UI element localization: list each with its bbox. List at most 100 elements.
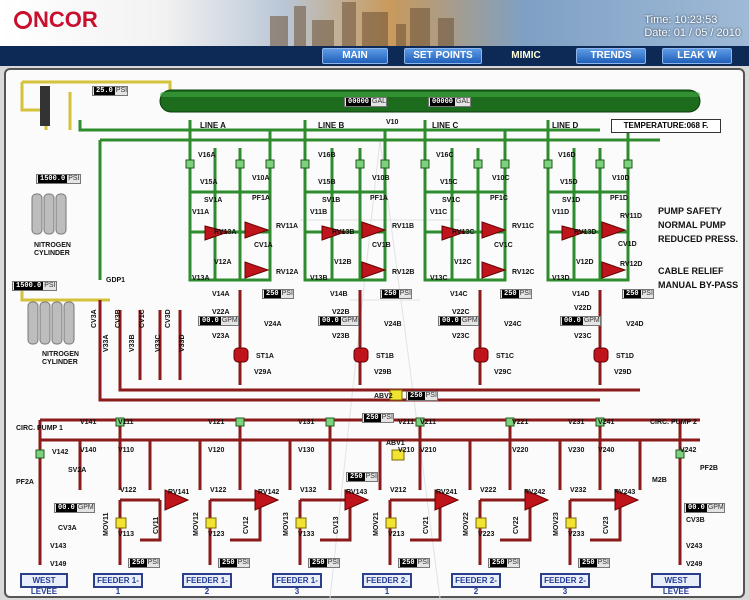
svg-text:V13D: V13D — [552, 275, 570, 282]
feeder-2-3-button[interactable]: FEEDER 2-3 — [540, 573, 590, 596]
svg-text:RV12A: RV12A — [276, 269, 298, 276]
svg-text:V230: V230 — [568, 447, 584, 454]
svg-text:V15B: V15B — [318, 179, 336, 186]
green-pipes — [78, 120, 660, 282]
svg-text:MOV12: MOV12 — [193, 512, 200, 536]
feeder-2-1-button[interactable]: FEEDER 2-1 — [362, 573, 412, 596]
red-pipes — [38, 290, 700, 565]
svg-text:V29A: V29A — [254, 369, 272, 376]
svg-text:V14B: V14B — [330, 291, 348, 298]
clock: Time: 10:23:53 Date: 01 / 05 / 2010 — [644, 14, 741, 40]
svg-text:V210: V210 — [398, 447, 414, 454]
svg-text:RV13D: RV13D — [574, 229, 596, 236]
svg-text:MOV11: MOV11 — [103, 513, 110, 536]
svg-text:V120: V120 — [208, 447, 224, 454]
svg-text:V23B: V23B — [332, 333, 350, 340]
temperature-display: TEMPERATURE:068 F. — [611, 119, 721, 133]
svg-text:V132: V132 — [300, 487, 316, 494]
svg-text:V241: V241 — [598, 419, 614, 426]
nitrogen-cylinders-bottom — [27, 301, 75, 345]
svg-text:CV3A: CV3A — [58, 525, 77, 532]
svg-text:V11C: V11C — [430, 209, 447, 216]
svg-text:V113: V113 — [118, 531, 134, 538]
west-levee-right-button[interactable]: WEST LEVEE — [651, 573, 701, 596]
svg-text:V12B: V12B — [334, 259, 352, 266]
mov-valves — [115, 389, 577, 529]
nav-leak-button[interactable]: LEAK W — [662, 48, 732, 64]
svg-text:REDUCED PRESS.: REDUCED PRESS. — [658, 234, 738, 244]
svg-text:V24A: V24A — [264, 321, 282, 328]
svg-text:CV3D: CV3D — [165, 309, 172, 328]
feeder-1-1-button[interactable]: FEEDER 1-1 — [93, 573, 143, 596]
svg-text:V211: V211 — [420, 419, 436, 426]
svg-text:CYLINDER: CYLINDER — [34, 250, 70, 257]
svg-text:RV13B: RV13B — [332, 229, 354, 236]
svg-text:CV3B: CV3B — [686, 517, 705, 524]
svg-text:V16D: V16D — [558, 152, 576, 159]
svg-text:CV3A: CV3A — [91, 309, 98, 328]
svg-text:V10D: V10D — [612, 175, 630, 182]
svg-text:CV1D: CV1D — [618, 241, 637, 248]
svg-text:NITROGEN: NITROGEN — [34, 242, 71, 249]
svg-text:LINE C: LINE C — [432, 121, 458, 130]
nav-mimic-button[interactable]: MIMIC — [496, 48, 556, 64]
feeder-1-2-button[interactable]: FEEDER 1-2 — [182, 573, 232, 596]
svg-text:CV3B: CV3B — [115, 309, 122, 328]
svg-text:CV1B: CV1B — [372, 242, 391, 249]
logo-text: NCOR — [33, 7, 98, 32]
date-value: 01 / 05 / 2010 — [673, 27, 741, 39]
svg-text:V33D: V33D — [179, 334, 186, 352]
svg-text:V242: V242 — [680, 447, 696, 454]
svg-text:CV1A: CV1A — [254, 242, 273, 249]
svg-text:V140: V140 — [80, 447, 96, 454]
legend: PUMP SAFETY NORMAL PUMP REDUCED PRESS. C… — [658, 206, 738, 290]
svg-text:V10C: V10C — [492, 175, 510, 182]
west-levee-left-button[interactable]: WEST LEVEE — [20, 573, 68, 596]
time-label: Time: — [644, 14, 672, 26]
svg-text:V122: V122 — [210, 487, 226, 494]
svg-text:V123: V123 — [208, 531, 224, 538]
svg-text:V24B: V24B — [384, 321, 402, 328]
svg-text:PF1A: PF1A — [370, 195, 388, 202]
svg-text:PF2A: PF2A — [16, 479, 34, 486]
nav-main-button[interactable]: MAIN — [322, 48, 388, 64]
feeder-2-2-button[interactable]: FEEDER 2-2 — [451, 573, 501, 596]
svg-text:V11D: V11D — [552, 209, 569, 216]
nav-trends-button[interactable]: TRENDS — [576, 48, 646, 64]
svg-text:V211: V211 — [398, 419, 414, 426]
rotated-labels: CV3A CV3B CV1C CV3D V33A V33B V33C V33D … — [91, 309, 610, 536]
svg-text:V13C: V13C — [430, 275, 448, 282]
svg-text:V12C: V12C — [454, 259, 472, 266]
svg-text:V249: V249 — [686, 561, 702, 568]
feeder-1-3-button[interactable]: FEEDER 1-3 — [272, 573, 322, 596]
svg-text:CV21: CV21 — [423, 516, 430, 534]
nav-setpoints-button[interactable]: SET POINTS — [404, 48, 482, 64]
svg-text:V33A: V33A — [103, 334, 110, 352]
svg-text:V11A: V11A — [192, 209, 209, 216]
svg-text:RV13C: RV13C — [452, 229, 474, 236]
